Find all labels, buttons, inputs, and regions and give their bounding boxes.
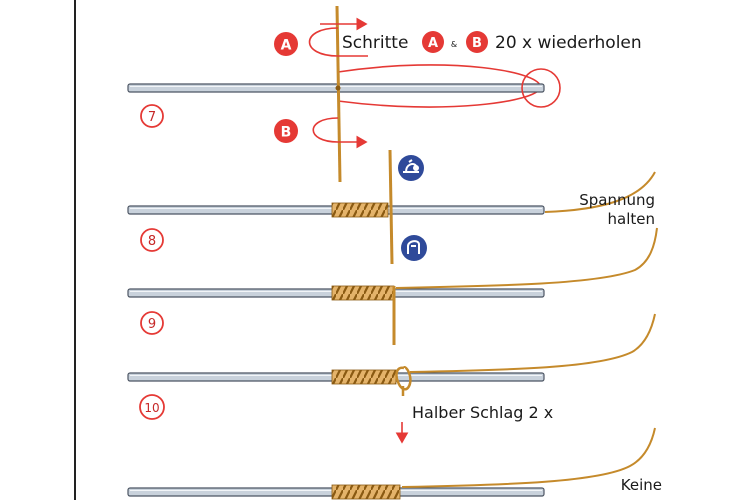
step-8-group: Spannung halten 8 — [127, 149, 656, 265]
thread-wraps — [331, 484, 401, 500]
repeat-suffix: 20 x wiederholen — [495, 33, 642, 53]
tension-label-line2: halten — [608, 210, 655, 228]
thread — [388, 149, 394, 265]
thread-crossing — [335, 85, 341, 91]
tension-thread — [544, 171, 656, 213]
half-hitch-label: Halber Schlag 2 x — [412, 403, 553, 422]
none-label: Keine — [621, 476, 662, 494]
thread-wraps — [331, 285, 395, 301]
marker-b-label: B — [281, 125, 292, 141]
half-hitch-loop — [395, 366, 412, 391]
marker-a-label: A — [281, 38, 292, 54]
step-number-label: 9 — [148, 317, 156, 332]
tension-thread — [409, 313, 656, 373]
step-number-badge — [140, 104, 164, 128]
repeat-ampersand: & — [451, 40, 457, 49]
rod-tip-highlight — [521, 68, 561, 108]
step-a-arrow — [308, 27, 368, 57]
reel-icon — [398, 155, 424, 181]
step-b-arrow — [312, 117, 368, 149]
step-number-label: 7 — [148, 110, 156, 125]
step-11-group: Keine — [127, 427, 662, 500]
step-number-badge — [140, 228, 164, 252]
repeat-a-label: A — [428, 36, 438, 51]
step-number-badge — [139, 394, 165, 420]
tension-thread — [401, 427, 656, 488]
repeat-a-badge — [422, 31, 444, 53]
step-number-label: 8 — [148, 234, 156, 249]
repeat-instruction: Schritte A & B 20 x wiederholen — [342, 31, 642, 53]
step-number-badge — [140, 311, 164, 335]
thread — [335, 5, 342, 183]
repeat-prefix: Schritte — [342, 33, 408, 53]
hand-icon — [401, 235, 427, 261]
tension-label-line1: Spannung — [579, 191, 655, 209]
thread-wraps — [331, 202, 389, 218]
repeat-b-badge — [466, 31, 488, 53]
repeat-b-label: B — [472, 36, 482, 51]
tension-thread — [395, 227, 658, 289]
marker-a-badge — [274, 32, 298, 56]
step-number-label: 10 — [144, 401, 159, 415]
step-7-group: A B 7 — [127, 5, 561, 183]
marker-b-badge — [274, 119, 298, 143]
thread-wraps — [331, 369, 397, 385]
step-9-group: 9 — [127, 227, 658, 345]
step-10-group: Halber Schlag 2 x 10 — [127, 313, 656, 444]
